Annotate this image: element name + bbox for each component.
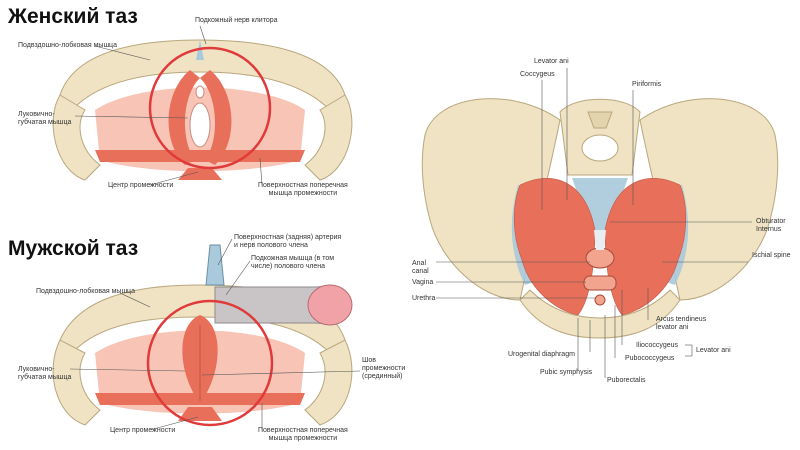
male-dorsal-vessels bbox=[205, 244, 225, 286]
male-label-pubococcygeus: Подвздошно-лобковая мышца bbox=[36, 288, 135, 295]
pelvic-floor-leader-lines bbox=[436, 68, 752, 378]
male-label-sphincter: Шов промежности (срединный) bbox=[362, 357, 406, 380]
label-iliococcygeus: Iliococcygeus bbox=[636, 342, 679, 349]
male-label-penis-muscle: Подкожная мышца (в том числе) полового ч… bbox=[251, 255, 335, 270]
perineal-body-center bbox=[594, 230, 606, 250]
sacral-canal bbox=[581, 134, 619, 162]
label-vagina: Vagina bbox=[412, 279, 434, 286]
female-left-ischium bbox=[52, 94, 101, 181]
female-label-bulbospongiosus: Луковично- губчатая мышца bbox=[18, 111, 72, 126]
label-levator-ani-group: Levator ani bbox=[696, 347, 731, 354]
female-label-transverse: Поверхностная поперечная мышца промежнос… bbox=[258, 182, 348, 197]
pelvic-floor-illustration bbox=[421, 68, 779, 378]
anal-canal bbox=[585, 247, 615, 269]
male-label-penis-artery: Поверхностная (задняя) артерия и нерв по… bbox=[234, 234, 342, 249]
male-label-perineal-center: Центр промежности bbox=[110, 427, 176, 434]
female-pelvis-panel: Женский таз Подкожный нерв клитора Подвз… bbox=[0, 0, 400, 225]
female-highlight-circle bbox=[148, 46, 272, 170]
female-vaginal-opening bbox=[189, 102, 211, 148]
female-perineal-body bbox=[178, 168, 222, 180]
label-urogenital-diaphragm: Urogenital diaphragm bbox=[508, 351, 575, 358]
male-label-transverse: Поверхностная поперечная мышца промежнос… bbox=[258, 427, 348, 442]
female-transverse-muscle bbox=[95, 150, 305, 162]
female-label-pubococcygeus: Подвздошно-лобковая мышца bbox=[18, 42, 117, 49]
pelvic-floor-panel: Levator ani Coccygeus Piriformis Obturat… bbox=[400, 0, 800, 450]
female-pelvis-illustration bbox=[52, 25, 353, 186]
male-pelvis-title: Мужской таз bbox=[8, 237, 139, 260]
male-perineal-body bbox=[178, 407, 222, 421]
label-pubococcygeus: Pubococcygeus bbox=[625, 355, 675, 362]
female-bulbospongiosus-left bbox=[168, 70, 200, 165]
right-levator-ani bbox=[604, 178, 687, 316]
male-pelvis-illustration bbox=[52, 238, 361, 431]
female-leader-lines bbox=[74, 25, 263, 186]
male-highlight-circle bbox=[146, 299, 274, 427]
female-bulbospongiosus-right bbox=[200, 70, 232, 165]
male-leader-lines bbox=[69, 238, 361, 431]
label-levator-ani-top: Levator ani bbox=[534, 58, 569, 65]
female-pelvis-title: Женский таз bbox=[8, 5, 138, 28]
label-puborectalis: Puborectalis bbox=[607, 377, 646, 384]
label-pubic-symphysis: Pubic symphysis bbox=[540, 369, 593, 376]
male-penis-glans bbox=[307, 284, 353, 326]
spinous-process bbox=[587, 111, 613, 129]
female-urethral-opening bbox=[195, 85, 205, 99]
urethra bbox=[594, 294, 606, 306]
female-right-ischium bbox=[304, 94, 353, 181]
label-anal-canal: Anal canal bbox=[412, 260, 429, 275]
female-label-clitoris-nerve: Подкожный нерв клитора bbox=[195, 17, 278, 24]
male-label-bulbospongiosus: Луковично- губчатая мышца bbox=[18, 366, 72, 381]
male-left-ischium bbox=[52, 339, 101, 426]
label-urethra: Urethra bbox=[412, 295, 436, 302]
female-label-perineal-center: Центр промежности bbox=[108, 182, 174, 189]
male-right-ischium bbox=[304, 339, 353, 426]
male-pelvis-panel: Мужской таз Поверхностная (задняя) артер… bbox=[0, 225, 405, 450]
vagina bbox=[583, 275, 617, 291]
label-tendinous-arch: Arcus tendineus levator ani bbox=[656, 316, 707, 331]
label-coccygeus: Coccygeus bbox=[520, 71, 555, 78]
label-ischial-spine: Ischial spine bbox=[752, 252, 791, 259]
label-obturator: Obturator Internus bbox=[756, 218, 786, 233]
label-piriformis: Piriformis bbox=[632, 81, 662, 88]
left-levator-ani bbox=[513, 178, 596, 316]
pubic-arch bbox=[519, 289, 681, 339]
